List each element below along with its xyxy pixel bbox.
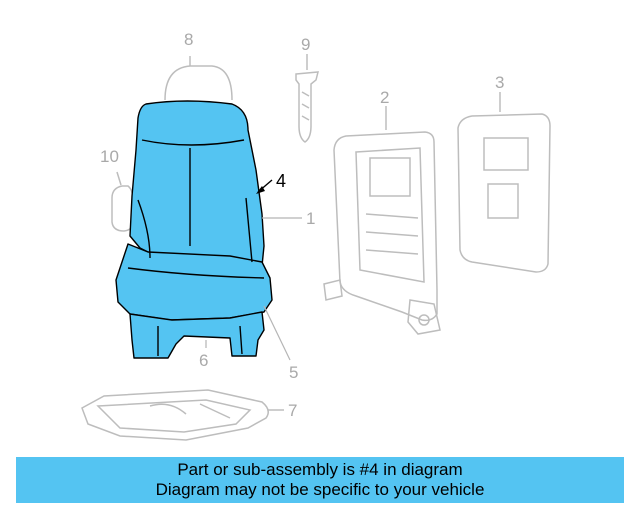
callout-5: 5 [289,363,298,382]
recliner-handle-part [111,171,134,232]
callout-9: 9 [301,35,310,54]
headrest-part [164,56,233,101]
info-banner: Part or sub-assembly is #4 in diagram Di… [16,457,624,503]
fastener-part [295,54,319,143]
back-panel-part [457,92,551,273]
callout-3: 3 [495,73,504,92]
callout-8: 8 [184,30,193,49]
seat-assembly-highlighted [115,100,273,359]
callout-2: 2 [380,88,389,107]
banner-line-1: Part or sub-assembly is #4 in diagram [177,460,463,479]
callout-4: 4 [276,171,286,191]
callout-1: 1 [306,209,315,228]
seat-exploded-diagram: 8 9 2 3 10 4 1 6 5 7 [81,30,551,441]
callout-4-arrowhead [256,186,265,194]
banner-line-2: Diagram may not be specific to your vehi… [155,480,485,499]
callout-7: 7 [288,401,297,420]
callout-10: 10 [100,147,119,166]
callout-6: 6 [199,351,208,370]
seat-back-frame-part [323,106,441,335]
leader-lines [205,217,302,361]
cushion-frame-part [81,389,284,441]
